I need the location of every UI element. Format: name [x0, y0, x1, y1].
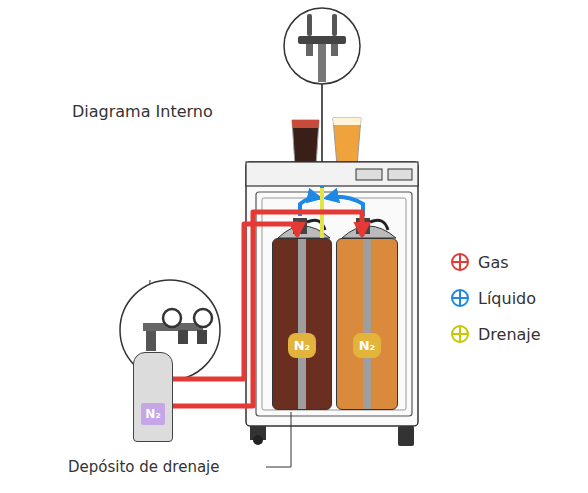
tap-tower — [306, 44, 313, 56]
legend-swatch — [450, 288, 470, 308]
fridge-cabinet — [246, 162, 418, 186]
tap-tower — [318, 44, 326, 82]
keg: N₂ — [336, 238, 398, 410]
drink-glasses — [292, 120, 319, 128]
fridge-cabinet — [253, 435, 263, 445]
fridge-cabinet — [398, 426, 414, 446]
gas-line — [173, 212, 362, 406]
regulator-callout — [146, 331, 156, 351]
drink-glasses — [292, 118, 361, 166]
regulator-callout — [178, 330, 188, 344]
legend-item: Gas — [450, 252, 509, 272]
part-label: Depósito de drenaje — [68, 458, 220, 476]
gas-cylinder: N₂ — [133, 352, 173, 442]
fridge-cabinet — [356, 169, 382, 180]
legend-label: Gas — [478, 253, 509, 272]
fridge-cabinet — [388, 169, 412, 180]
regulator-callout — [197, 330, 207, 344]
fridge-cabinet — [246, 162, 418, 426]
tap-tower — [298, 36, 346, 44]
drink-glasses — [292, 120, 319, 166]
legend-item: Líquido — [450, 288, 536, 308]
legend-swatch — [453, 255, 467, 269]
legend-swatch — [452, 254, 468, 270]
keg: N₂ — [272, 238, 332, 410]
drain-line — [320, 188, 324, 244]
dip-tube — [363, 239, 371, 409]
drain-line — [266, 412, 291, 467]
fridge-cabinet — [262, 198, 406, 410]
drink-glasses — [333, 118, 361, 166]
legend-swatch — [452, 326, 468, 342]
node-label: N₂ — [141, 403, 164, 425]
legend-item: Drenaje — [450, 324, 541, 344]
node-label: N₂ — [353, 333, 382, 358]
legend-swatch — [450, 252, 470, 272]
diagram-title: Diagrama Interno — [72, 102, 213, 121]
drink-glasses — [333, 118, 361, 125]
legend-swatch — [450, 324, 470, 344]
fridge-cabinet — [246, 162, 418, 446]
dip-tube — [298, 239, 306, 409]
keg-couplers — [370, 220, 388, 230]
tap-tower — [307, 14, 312, 36]
regulator-callout — [163, 309, 181, 327]
legend-label: Líquido — [478, 289, 536, 308]
legend-swatch — [452, 290, 468, 306]
tap-tower — [284, 8, 360, 84]
tap-tower — [332, 14, 337, 36]
node-label: N₂ — [288, 333, 317, 358]
tap-tower — [331, 44, 338, 56]
tap-tower — [321, 84, 323, 162]
legend-label: Drenaje — [478, 325, 541, 344]
legend-swatch — [453, 327, 467, 341]
regulator-callout — [194, 309, 212, 327]
legend-swatch — [453, 291, 467, 305]
